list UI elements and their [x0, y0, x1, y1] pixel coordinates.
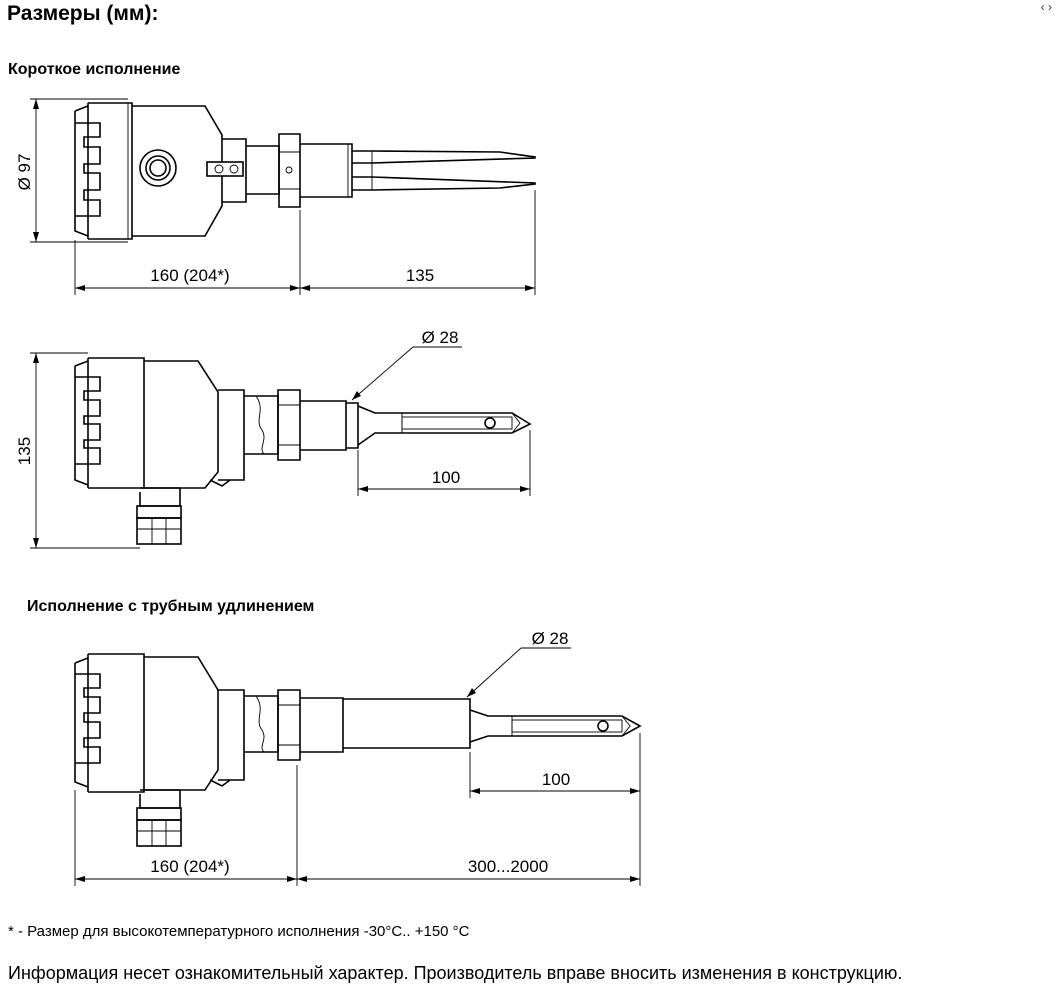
dim-label-d28-ext: Ø 28 — [532, 629, 569, 648]
side-fork — [357, 405, 532, 446]
dim-lengths-short — [74, 190, 536, 295]
side-cap — [74, 357, 145, 489]
dim-label-fork: 135 — [406, 266, 434, 285]
dim-d28-leader-side — [351, 346, 462, 401]
page-title: Размеры (мм): — [7, 2, 159, 25]
dim-fork-100-ext — [469, 733, 641, 886]
section-title-extension: Исполнение с трубным удлинением — [27, 598, 315, 615]
dim-label-body-ext: 160 (204*) — [150, 857, 229, 876]
housing-cap — [74, 102, 133, 240]
side-cable-gland — [136, 487, 182, 545]
dim-height-135 — [30, 352, 140, 549]
tuning-fork — [352, 150, 536, 191]
side-body — [144, 360, 359, 489]
ext-cable-gland — [136, 789, 182, 847]
ext-cap — [74, 653, 145, 793]
dim-label-d28-side: Ø 28 — [422, 328, 459, 347]
ext-fork — [469, 709, 642, 743]
dim-fork-100-side — [357, 430, 531, 496]
corner-mark: ‹ › — [1040, 0, 1052, 14]
dim-label-100-ext: 100 — [542, 770, 570, 789]
section-title-short: Короткое исполнение — [8, 61, 181, 78]
dim-label-body: 160 (204*) — [150, 266, 229, 285]
housing-body — [132, 105, 244, 237]
dim-label-100-side: 100 — [432, 468, 460, 487]
ext-body — [144, 656, 471, 791]
footnote: * - Размер для высокотемпературного испо… — [8, 923, 470, 940]
dim-lengths-ext — [74, 765, 640, 886]
dim-label-h135: 135 — [15, 437, 34, 465]
thread-and-nut — [222, 133, 353, 208]
disclaimer-notice: Информация несет ознакомительный характе… — [8, 963, 903, 983]
dim-label-d97: Ø 97 — [15, 154, 34, 191]
dim-diameter-97 — [30, 98, 128, 243]
dim-label-extension: 300...2000 — [468, 857, 548, 876]
dim-d28-leader-ext — [466, 647, 571, 698]
